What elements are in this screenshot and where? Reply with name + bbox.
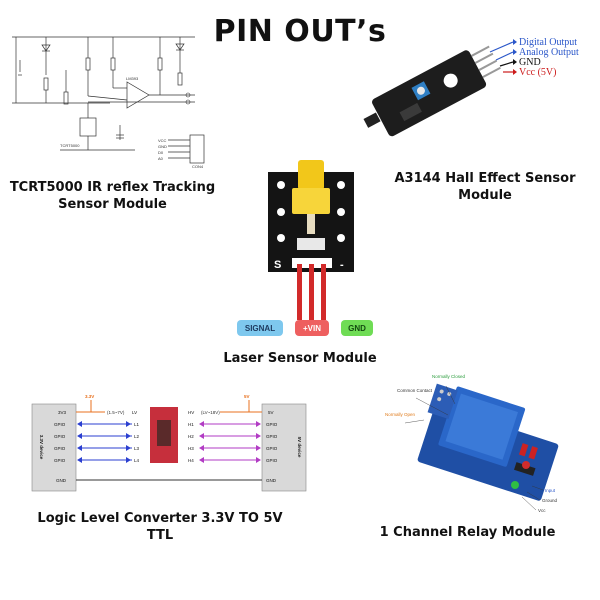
tcrt-caption: TCRT5000 IR reflex Tracking Sensor Modul…	[0, 179, 225, 213]
laser-pin-gnd: GND	[348, 324, 366, 333]
llc-right-pin-gpio3: GPIO	[266, 446, 278, 451]
llc-high-voltage: 5V	[244, 394, 250, 399]
relay-no-label: Normally Open	[385, 412, 416, 417]
llc-hv-range: (LV~18V)	[201, 410, 220, 415]
llc-right-pin-gnd: GND	[266, 478, 277, 483]
tcrt-caption-line1: TCRT5000 IR reflex Tracking	[9, 180, 216, 195]
laser-pin-signal: SIGNAL	[245, 324, 275, 333]
relay-common-label: Common Contact	[397, 388, 433, 393]
llc-right-pin-gpio1: GPIO	[266, 422, 278, 427]
relay-ground-label: Ground	[542, 498, 558, 503]
llc-low-ch2: L2	[134, 434, 140, 439]
hall-pin-gnd: GND	[519, 57, 541, 68]
llc-left-pin-gpio2: GPIO	[54, 434, 66, 439]
laser-board-minus: -	[340, 259, 344, 271]
llc-right-pin-5v: 5V	[268, 410, 274, 415]
page-title: PIN OUT’s	[213, 14, 387, 49]
llc-high-ch4: H4	[188, 458, 194, 463]
tcrt-d0: D0	[158, 150, 164, 155]
llc-right-pin-gpio4: GPIO	[266, 458, 278, 463]
tcrt-connector-label: CON4	[192, 164, 204, 169]
llc-lv-range: (1.5~7V)	[107, 410, 125, 415]
hall-caption: A3144 Hall Effect Sensor Module	[380, 170, 590, 204]
llc-left-pin-gnd: GND	[56, 478, 67, 483]
llc-caption: Logic Level Converter 3.3V TO 5V TTL	[37, 511, 283, 543]
hall-pin-vcc: Vcc (5V)	[519, 67, 556, 78]
tcrt-gnd: GND	[158, 144, 167, 149]
laser-board-s: S	[274, 259, 281, 271]
llc-high-ch1: H1	[188, 422, 194, 427]
hall-pin-analog: Analog Output	[519, 47, 579, 58]
llc-right-pin-gpio2: GPIO	[266, 434, 278, 439]
llc-high-ch2: H2	[188, 434, 194, 439]
llc-low-ch3: L3	[134, 446, 140, 451]
hall-pin-digital: Digital Output	[519, 37, 577, 48]
llc-left-pin-gpio4: GPIO	[54, 458, 66, 463]
hall-caption-line2: Module	[458, 188, 512, 203]
llc-left-pin-3v3: 3V3	[58, 410, 67, 415]
llc-low-voltage: 3.3V	[85, 394, 94, 399]
llc-left-pin-gpio3: GPIO	[54, 446, 66, 451]
llc-low-ch1: L1	[134, 422, 140, 427]
llc-lv-label: LV	[132, 410, 137, 415]
llc-left-pin-gpio1: GPIO	[54, 422, 66, 427]
relay-nc-label: Normally Closed	[432, 374, 466, 379]
relay-caption: 1 Channel Relay Module	[379, 525, 556, 540]
tcrt-vcc: VCC	[158, 138, 167, 143]
llc-left-device: 3.3V device	[39, 435, 44, 460]
llc-right-device: 5V device	[297, 437, 302, 458]
tcrt-chip-label: TCRT5000	[60, 143, 80, 148]
llc-low-ch4: L4	[134, 458, 140, 463]
laser-pin-vin: +VIN	[303, 324, 321, 333]
relay-input-label: Input	[545, 488, 556, 493]
llc-high-ch3: H3	[188, 446, 194, 451]
tcrt-caption-line2: Sensor Module	[58, 197, 167, 212]
laser-caption: Laser Sensor Module	[223, 351, 377, 366]
tcrt-ic-label: LM393	[126, 76, 139, 81]
llc-hv-label: HV	[188, 410, 194, 415]
hall-caption-line1: A3144 Hall Effect Sensor	[394, 171, 576, 186]
relay-vcc-label: Vcc	[538, 508, 546, 513]
tcrt-a0: A0	[158, 156, 164, 161]
